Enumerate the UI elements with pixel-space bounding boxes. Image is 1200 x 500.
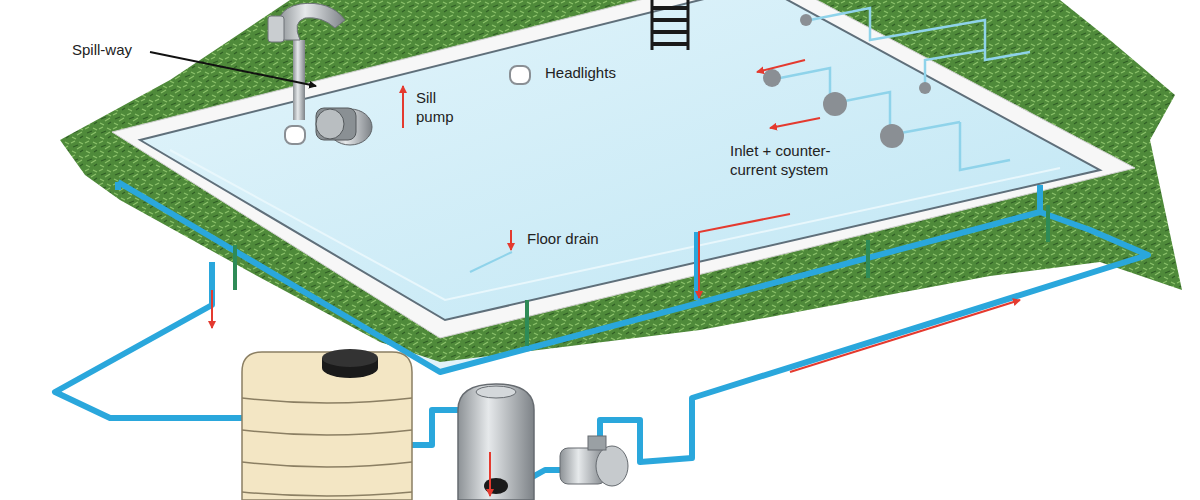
pipe-circuit — [55, 182, 1148, 495]
flow-arrow — [402, 86, 404, 128]
flow-arrow — [211, 290, 213, 328]
pool-ladder — [652, 8, 688, 44]
sill-pump — [279, 3, 345, 40]
part-label: Sill pump — [416, 88, 460, 126]
part-label: Headlights — [545, 63, 616, 82]
buffer-tank — [322, 349, 378, 367]
inlet-nozzle — [919, 82, 931, 94]
sand-filter — [484, 478, 508, 494]
pool-basin — [140, 0, 1100, 320]
inlet-nozzle — [763, 14, 931, 148]
circulation-pump — [596, 446, 628, 486]
sill-pump — [316, 109, 344, 139]
sand-filter — [458, 384, 534, 500]
pool-basin — [112, 0, 1135, 338]
pool-basin — [470, 252, 512, 272]
pipe-circuit — [405, 410, 460, 445]
flow-arrow — [510, 230, 512, 250]
inlet-pipes — [960, 122, 1010, 170]
buffer-tank — [242, 349, 412, 500]
pipe-circuit — [118, 182, 1040, 372]
flow-arrow — [790, 300, 1020, 372]
underwater-light — [285, 126, 305, 144]
flow-arrow — [770, 118, 820, 128]
leader-arrow — [150, 52, 316, 86]
flow-arrow — [212, 60, 1020, 496]
pool-ladder — [652, 0, 688, 50]
inlet-pipes — [810, 8, 1030, 60]
inlet-nozzle — [823, 92, 847, 116]
sill-pump — [268, 16, 284, 42]
pipe-circuit — [600, 212, 1148, 462]
inlet-pipes — [925, 50, 985, 88]
support-post — [235, 205, 1048, 346]
pipe-circuit — [115, 182, 121, 190]
sand-filter — [458, 384, 534, 500]
circulation-pump — [588, 436, 606, 450]
part-label: Spill-way — [72, 40, 132, 59]
sill-pump — [316, 108, 356, 140]
pipe-circuit — [55, 262, 245, 418]
part-label: Floor drain — [527, 229, 599, 248]
underwater-light — [510, 66, 530, 84]
pool-basin — [112, 0, 1135, 338]
sill-pump — [268, 3, 372, 145]
support-post — [235, 205, 1048, 346]
flow-arrow — [699, 214, 790, 298]
sill-pump — [293, 40, 305, 120]
buffer-tank — [242, 398, 412, 496]
pool-basin — [170, 150, 1060, 300]
inlet-nozzle — [800, 14, 812, 26]
inlet-pipes — [770, 68, 960, 135]
flow-arrow — [489, 452, 491, 496]
part-label: Inlet + counter-current system — [730, 141, 856, 179]
sand-filter — [476, 386, 516, 398]
pool-ladder — [652, 0, 688, 50]
inlet-nozzle — [880, 124, 904, 148]
inlet-nozzle — [763, 69, 781, 87]
flow-arrow — [757, 60, 805, 72]
buffer-tank — [242, 352, 412, 500]
circulation-pump — [560, 436, 628, 486]
leader-arrow — [150, 52, 316, 86]
underwater-light — [285, 66, 530, 144]
